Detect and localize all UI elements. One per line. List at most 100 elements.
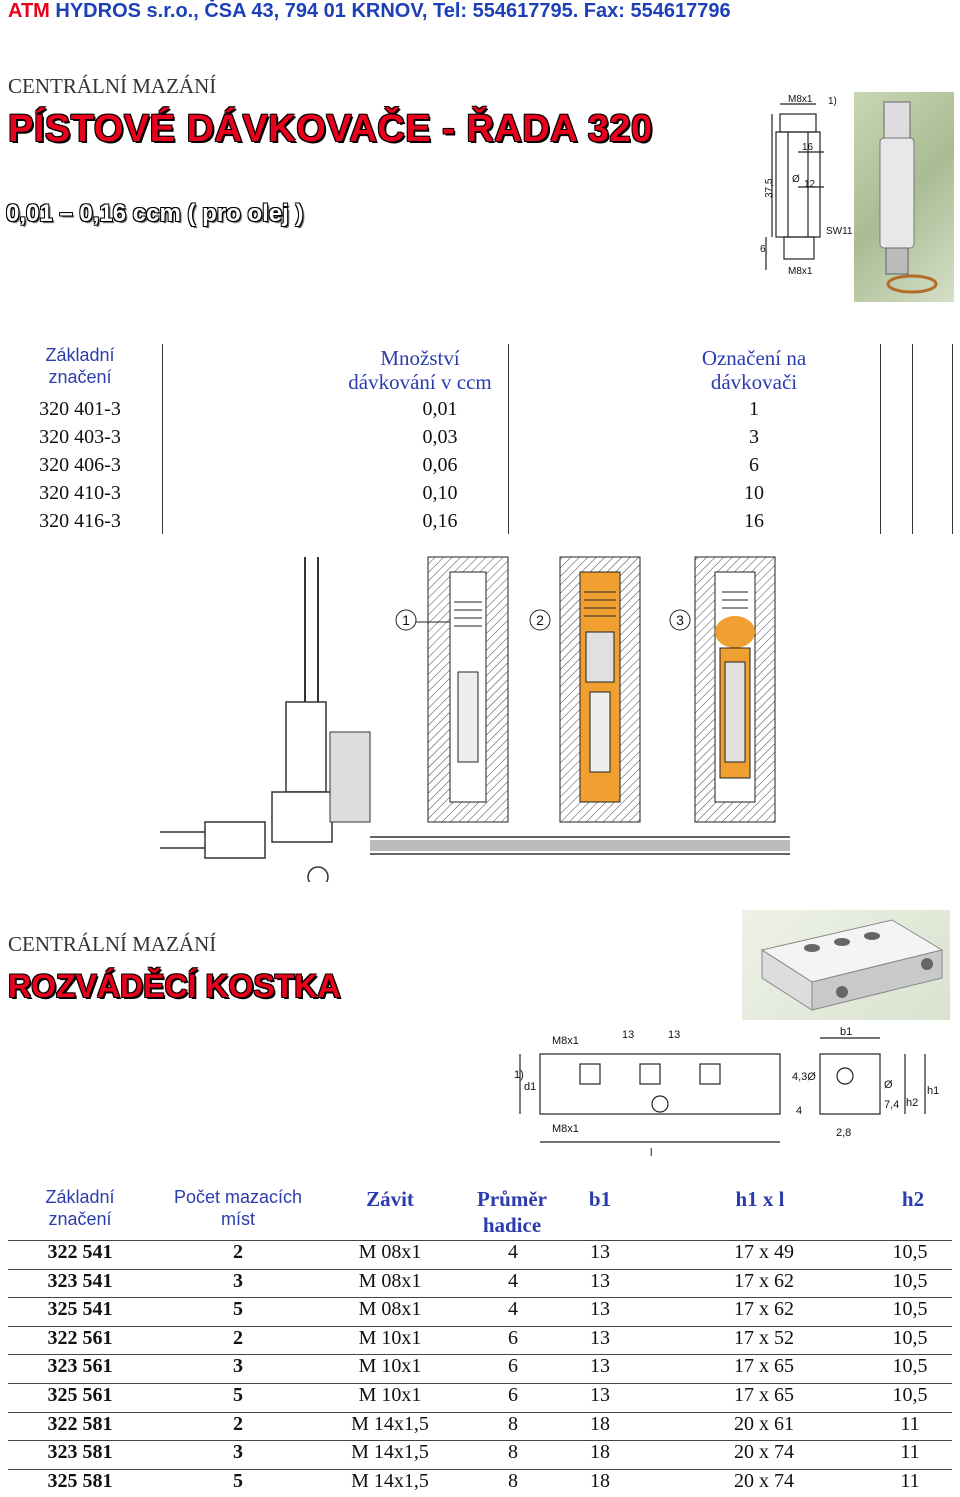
drawing2-label-13a: 13 <box>622 1029 634 1041</box>
dosing-unit-position-1 <box>400 556 509 823</box>
drawing2-label-4: 4 <box>796 1105 802 1117</box>
table2-cell: 323 561 <box>47 1355 113 1378</box>
drawing2-label-b1: b1 <box>840 1026 852 1038</box>
dosing-unit-photo <box>854 92 954 302</box>
table-row: 320 406-3 0,06 6 <box>20 454 890 482</box>
table-row: 322 581 2 M 14x1,5 8 18 20 x 61 11 <box>8 1413 952 1442</box>
table-row: 323 561 3 M 10x1 6 13 17 x 65 10,5 <box>8 1355 952 1384</box>
table1-cell: 10 <box>744 482 764 504</box>
dosing-cycle-diagram: 1 2 3 <box>160 556 790 882</box>
table2-cell: 5 <box>233 1469 243 1492</box>
table1-header-code-line2: značení <box>48 367 112 387</box>
section1-label: CENTRÁLNÍ MAZÁNÍ <box>8 74 217 98</box>
table1-header-amount-line1: Množství <box>380 346 460 370</box>
table2-cell: 17 x 65 <box>734 1355 794 1378</box>
table2-cell: 11 <box>900 1469 920 1492</box>
table2-cell: 6 <box>508 1326 518 1349</box>
table1-header-code: Základní značení <box>20 344 140 388</box>
table2-cell: 13 <box>590 1355 610 1378</box>
drawing1-label-12: 12 <box>804 179 816 190</box>
drawing2-label-m8x1-bottom: M8x1 <box>552 1123 579 1135</box>
table2-header-code: Základní značení <box>20 1186 140 1230</box>
dosing-unit-position-2 <box>559 556 641 823</box>
table2-header-code-line2: značení <box>48 1209 112 1229</box>
table1-header-amount-line2: dávkování v ccm <box>348 370 492 394</box>
table2-cell: M 14x1,5 <box>351 1412 429 1435</box>
table2-cell: 17 x 49 <box>734 1241 794 1263</box>
table1-divider <box>912 344 913 534</box>
table2-cell: 18 <box>590 1412 610 1435</box>
table2-cell: 4 <box>508 1241 518 1263</box>
table2-cell: M 10x1 <box>358 1355 422 1378</box>
table2-cell: 17 x 62 <box>734 1269 794 1292</box>
table2-cell: 18 <box>590 1441 610 1464</box>
table2-cell: 13 <box>590 1241 610 1263</box>
drawing1-label-diameter: Ø <box>792 174 800 185</box>
drawing1-bottom-thread <box>783 236 815 260</box>
table2-cell: M 10x1 <box>358 1383 422 1406</box>
table2-cell: 10,5 <box>892 1241 928 1263</box>
table2-cell: 13 <box>590 1383 610 1406</box>
table-row: 325 541 5 M 08x1 4 13 17 x 62 10,5 <box>8 1298 952 1327</box>
drawing2-block-side <box>539 1053 781 1115</box>
marker-1: 1 <box>402 612 410 628</box>
drawing1-label-m8x1-bottom: M8x1 <box>788 266 813 277</box>
drawing2-label-m8x1-top: M8x1 <box>552 1035 579 1047</box>
table1-divider <box>952 344 953 534</box>
table2-cell: 20 x 74 <box>734 1441 794 1464</box>
table1-cell: 16 <box>744 510 764 532</box>
table2-cell: 325 561 <box>47 1383 113 1406</box>
table2-cell: 17 x 52 <box>734 1326 794 1349</box>
table-row: 325 581 5 M 14x1,5 8 18 20 x 74 11 <box>8 1470 952 1497</box>
table2-cell: 13 <box>590 1298 610 1321</box>
table2-cell: 11 <box>900 1412 920 1435</box>
table2-cell: 8 <box>508 1469 518 1492</box>
drawing1-label-6: 6 <box>760 244 766 255</box>
table2-cell: 2 <box>233 1412 243 1435</box>
drawing1-label-37-5: 37,5 <box>764 178 775 198</box>
table1-header-code-line1: Základní <box>45 345 115 365</box>
dosing-unit-photo-shape <box>879 101 938 294</box>
table-row: 320 416-3 0,16 16 <box>20 510 890 538</box>
table1-cell: 0,10 <box>422 482 458 504</box>
distribution-block-photo <box>742 910 950 1020</box>
table-row: 320 410-3 0,10 10 <box>20 482 890 510</box>
table-row: 323 581 3 M 14x1,5 8 18 20 x 74 11 <box>8 1441 952 1470</box>
table2-cell: 11 <box>900 1441 920 1464</box>
table2-cell: 10,5 <box>892 1383 928 1406</box>
table2-cell: 323 581 <box>47 1441 113 1464</box>
table1-divider <box>162 344 163 534</box>
table2-cell: 6 <box>508 1355 518 1378</box>
drawing1-top-thread <box>779 113 817 133</box>
table2-cell: M 08x1 <box>358 1269 422 1292</box>
table2-cell: 13 <box>590 1326 610 1349</box>
table2-cell: 5 <box>233 1298 243 1321</box>
drawing2-label-2-8: 2,8 <box>836 1127 851 1139</box>
marker-1-circle <box>395 609 417 631</box>
table2-header-points-line1: Počet mazacích <box>173 1187 303 1207</box>
table2-cell: M 08x1 <box>358 1298 422 1321</box>
table1-header-amount: Množství dávkování v ccm <box>320 346 520 394</box>
table2-cell: 5 <box>233 1383 243 1406</box>
drawing2-label-13b: 13 <box>668 1029 680 1041</box>
table1-cell: 0,06 <box>422 454 458 476</box>
table1-divider <box>508 344 509 534</box>
table2-cell: 3 <box>233 1269 243 1292</box>
distribution-block-photo-shape <box>760 919 944 1011</box>
table1-cell: 320 403-3 <box>39 426 121 448</box>
table2-cell: M 14x1,5 <box>351 1441 429 1464</box>
table1-cell: 0,01 <box>422 398 458 420</box>
table2-cell: 322 541 <box>47 1241 113 1263</box>
table2-body: 322 541 2 M 08x1 4 13 17 x 49 10,5 323 5… <box>8 1241 952 1497</box>
table2-header-code-line1: Základní <box>45 1187 115 1207</box>
table2-cell: 17 x 62 <box>734 1298 794 1321</box>
table2-cell: M 08x1 <box>358 1241 422 1263</box>
table2-header-h1xl: h1 x l <box>735 1187 785 1211</box>
table2-cell: 10,5 <box>892 1326 928 1349</box>
table2-cell: 322 561 <box>47 1326 113 1349</box>
dosing-unit-drawing: M8x1 1) 16 12 37,5 6 SW11 M8x1 Ø <box>760 94 852 277</box>
table1-cell: 320 410-3 <box>39 482 121 504</box>
table2-cell: 10,5 <box>892 1355 928 1378</box>
table2-cell: 8 <box>508 1441 518 1464</box>
dosing-unit-position-3 <box>694 556 776 823</box>
